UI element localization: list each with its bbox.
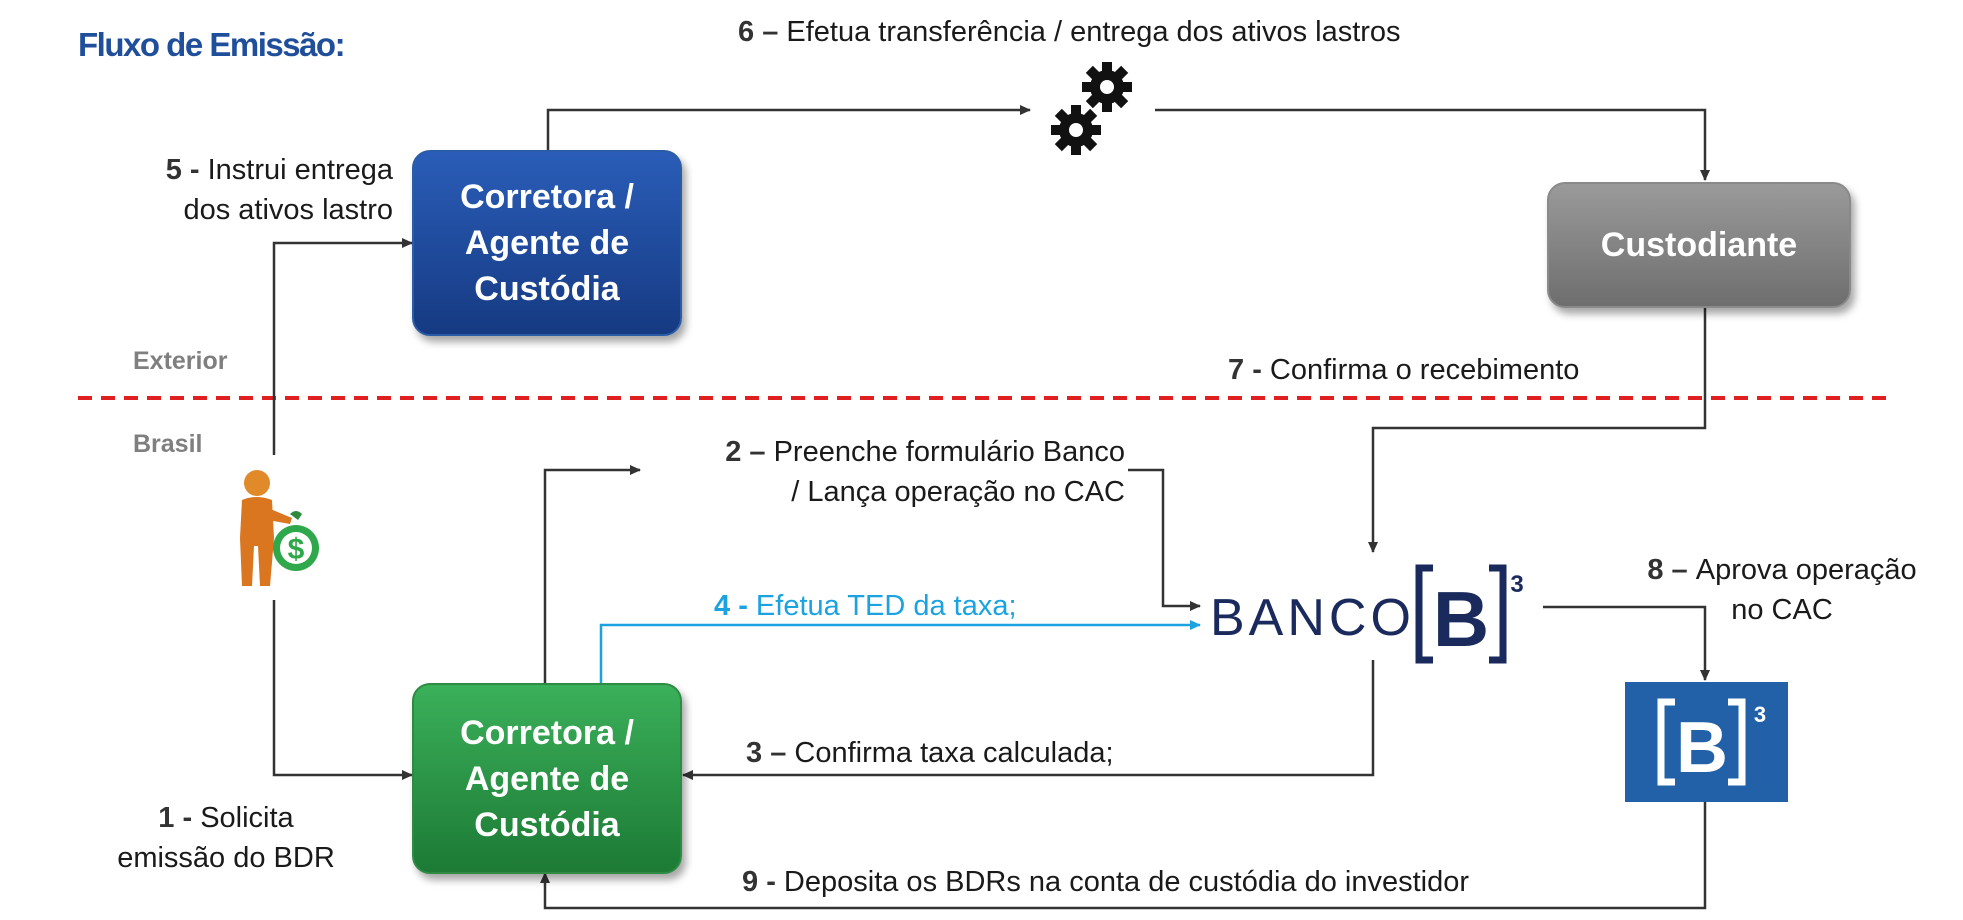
step-number: 6: [738, 16, 755, 48]
step-2-label: 2 – Preenche formulário Banco / Lança op…: [655, 432, 1125, 512]
arrow-step-2a: [543, 465, 641, 683]
box-line: Custódia: [474, 270, 620, 308]
step-3-label: 3 – Confirma taxa calculada;: [746, 733, 1114, 773]
banco-logo-text: BANCO: [1210, 589, 1415, 647]
b3-bracket-icon: B 3: [1657, 698, 1766, 788]
svg-text:$: $: [288, 533, 305, 566]
banco-b3-logo: BANCO B 3: [1210, 560, 1550, 670]
bracket-b-icon: B 3: [1415, 564, 1524, 664]
step-text: Solicita: [200, 802, 294, 834]
step-number: 8: [1647, 554, 1664, 586]
banco-logo-letter: B: [1433, 575, 1489, 663]
box-line: Corretora /: [460, 178, 634, 216]
step-number: 9: [742, 866, 759, 898]
b3-logo-tile: B 3: [1625, 682, 1788, 802]
arrow-step-9: [540, 800, 1707, 910]
arrow-step-2b: [1128, 468, 1201, 611]
arrow-to-custodiante: [1155, 108, 1710, 181]
page-title: Fluxo de Emissão:: [78, 26, 346, 63]
step-text: no CAC: [1731, 594, 1833, 626]
step-number: 7: [1228, 354, 1245, 386]
step-number: 2: [725, 436, 742, 468]
arrow-step-7: [1368, 306, 1707, 553]
step-5-label: 5 - Instrui entrega dos ativos lastro: [135, 150, 393, 230]
arrow-step-1: [272, 600, 413, 780]
step-text: Preenche formulário Banco: [773, 436, 1125, 468]
b3-logo-letter: B: [1676, 708, 1728, 788]
step-text: Efetua TED da taxa;: [755, 590, 1017, 622]
box-line: Custódia: [474, 805, 620, 844]
step-text: dos ativos lastro: [183, 194, 393, 226]
step-text: Confirma taxa calculada;: [794, 737, 1114, 769]
box-line: Corretora /: [460, 713, 634, 752]
step-sep: –: [754, 16, 787, 48]
step-sep: –: [1663, 554, 1696, 586]
step-4-label: 4 - Efetua TED da taxa;: [714, 586, 1017, 626]
step-text: emissão do BDR: [117, 842, 335, 874]
region-label-brasil: Brasil: [133, 430, 203, 458]
step-number: 4: [714, 590, 731, 622]
step-sep: –: [762, 737, 795, 769]
step-sep: –: [741, 436, 774, 468]
region-label-exterior: Exterior: [133, 347, 228, 375]
step-text: / Lança operação no CAC: [791, 476, 1125, 508]
step-text: Instrui entrega: [207, 154, 393, 186]
step-sep: -: [181, 154, 208, 186]
step-text: Deposita os BDRs na conta de custódia do…: [783, 866, 1470, 898]
investor-money-bag-icon: $: [240, 470, 319, 586]
step-1-label: 1 - Solicita emissão do BDR: [96, 798, 356, 878]
arrow-step-5: [272, 238, 413, 455]
arrow-step-3: [682, 660, 1375, 780]
custodiante-box: Custodiante: [1547, 182, 1851, 308]
banco-logo-superscript: 3: [1510, 571, 1523, 598]
box-line: Agente de: [464, 224, 630, 262]
step-sep: -: [758, 866, 784, 898]
step-text: Aprova operação: [1695, 554, 1917, 586]
corretora-brasil-box: Corretora / Agente de Custódia: [412, 683, 682, 874]
step-sep: -: [174, 802, 201, 834]
step-9-label: 9 - Deposita os BDRs na conta de custódi…: [742, 862, 1469, 902]
arrow-step-6: [546, 105, 1031, 150]
b3-logo-superscript: 3: [1754, 702, 1766, 727]
step-7-label: 7 - Confirma o recebimento: [1228, 350, 1579, 390]
step-8-label: 8 – Aprova operação no CAC: [1632, 550, 1932, 630]
step-sep: -: [730, 590, 756, 622]
gears-icon: [1051, 62, 1132, 155]
step-sep: -: [1244, 354, 1270, 386]
box-line: Custodiante: [1600, 226, 1798, 264]
corretora-exterior-box: Corretora / Agente de Custódia: [412, 150, 682, 336]
step-number: 5: [165, 154, 182, 186]
step-text: Efetua transferência / entrega dos ativo…: [786, 16, 1401, 48]
step-6-label: 6 – Efetua transferência / entrega dos a…: [738, 12, 1401, 52]
box-line: Agente de: [464, 759, 630, 798]
arrow-step-4: [599, 620, 1201, 683]
step-number: 1: [158, 802, 175, 834]
arrow-step-8: [1543, 605, 1710, 681]
step-text: Confirma o recebimento: [1269, 354, 1580, 386]
step-number: 3: [746, 737, 763, 769]
